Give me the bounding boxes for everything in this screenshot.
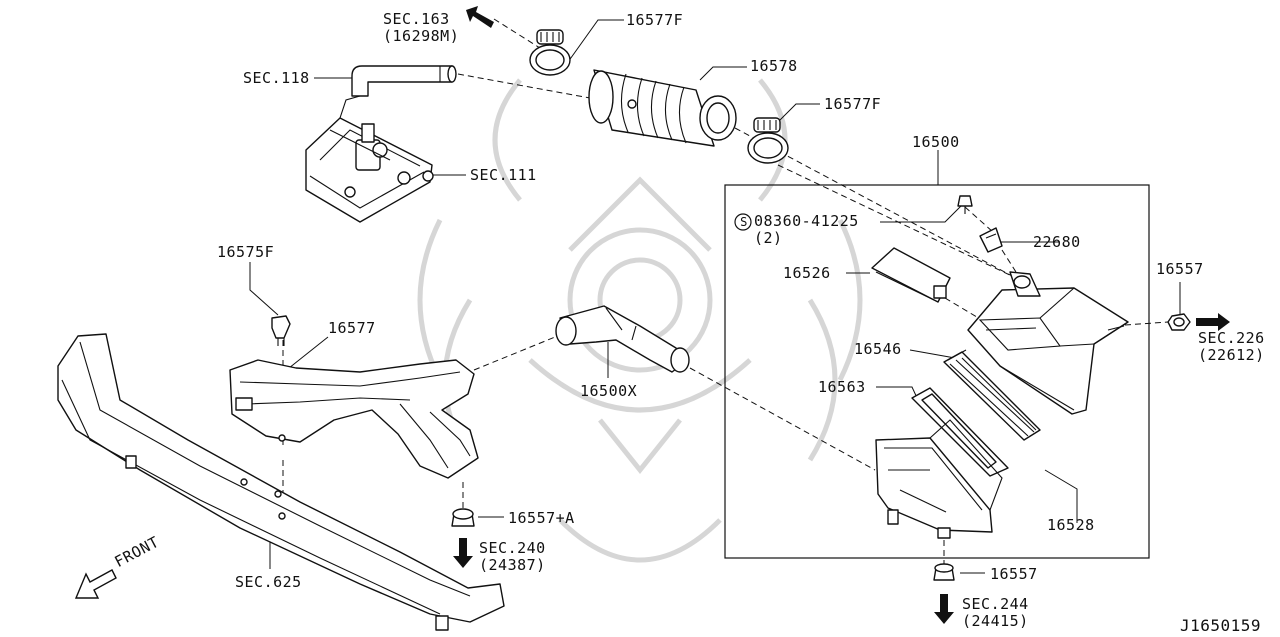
grommet-16557-bottom [933, 563, 955, 581]
label-sec240: SEC.240 (24387) [479, 540, 546, 574]
label-sec244-line2: (24415) [962, 612, 1029, 630]
air-cleaner-upper [967, 271, 1129, 415]
seal-16563 [911, 387, 1009, 477]
label-sec226-line1: SEC.226 [1198, 329, 1265, 347]
label-sec240-line2: (24387) [479, 556, 546, 574]
label-22680: 22680 [1033, 233, 1081, 251]
core-support-sec625 [57, 333, 505, 631]
arrow-down-icon [934, 594, 954, 624]
label-16563: 16563 [818, 378, 866, 396]
air-cleaner-lower [875, 419, 1003, 539]
label-sec226-line2: (22612) [1198, 346, 1265, 364]
leader-lines [249, 19, 1181, 574]
label-16575f: 16575F [217, 243, 275, 261]
diagram-id: J1650159 [1180, 616, 1262, 635]
label-16557a: 16557+A [508, 509, 575, 527]
label-screw-symbol: S [740, 215, 748, 229]
filter-16546 [943, 349, 1041, 441]
label-16500: 16500 [912, 133, 960, 151]
label-sec163-line1: SEC.163 [383, 10, 450, 28]
label-sec240-line1: SEC.240 [479, 539, 546, 557]
arrow-up-left-icon [466, 6, 494, 28]
label-sec244: SEC.244 (24415) [962, 596, 1029, 630]
label-bolt-line2: (2) [754, 229, 783, 247]
label-16577f-top: 16577F [626, 11, 684, 29]
clamp-16577f-mid [747, 117, 789, 164]
label-sec163-line2: (16298M) [383, 27, 460, 45]
screw-symbol-icon [734, 213, 752, 231]
watermark-crest [417, 78, 863, 563]
sec111-cover [305, 95, 434, 223]
label-sec625: SEC.625 [235, 573, 302, 591]
label-16578: 16578 [750, 57, 798, 75]
grommet-16557a [451, 508, 475, 527]
grommet-16557-right [1167, 313, 1191, 331]
label-16546: 16546 [854, 340, 902, 358]
duct-16578 [588, 69, 737, 147]
label-16528: 16528 [1047, 516, 1095, 534]
sec118-hose [351, 65, 457, 97]
label-16526: 16526 [783, 264, 831, 282]
clamp-16577f-top [529, 29, 571, 76]
label-16557-bottom: 16557 [990, 565, 1038, 583]
label-sec118: SEC.118 [243, 69, 310, 87]
arrow-down-icon [453, 538, 473, 568]
label-bolt-line1: 08360-41225 [754, 212, 859, 230]
clip-16575f [271, 315, 291, 346]
label-16577f-mid: 16577F [824, 95, 882, 113]
label-bolt: 08360-41225 (2) [754, 213, 859, 247]
assembly-16500-box [724, 184, 1150, 559]
label-sec244-line1: SEC.244 [962, 595, 1029, 613]
label-16500x: 16500X [580, 382, 638, 400]
front-arrow-icon [74, 569, 117, 599]
air-guide-16577 [229, 359, 479, 479]
label-sec111: SEC.111 [470, 166, 537, 184]
duct-16500x [555, 305, 690, 373]
screw-08360 [957, 195, 973, 214]
label-sec226: SEC.226 (22612) [1198, 330, 1265, 364]
label-sec163: SEC.163 (16298M) [383, 11, 459, 45]
label-16557-right: 16557 [1156, 260, 1204, 278]
arrow-right-icon [1196, 313, 1230, 331]
sensor-22680 [979, 227, 1003, 253]
pad-16526 [871, 247, 951, 303]
label-16577: 16577 [328, 319, 376, 337]
